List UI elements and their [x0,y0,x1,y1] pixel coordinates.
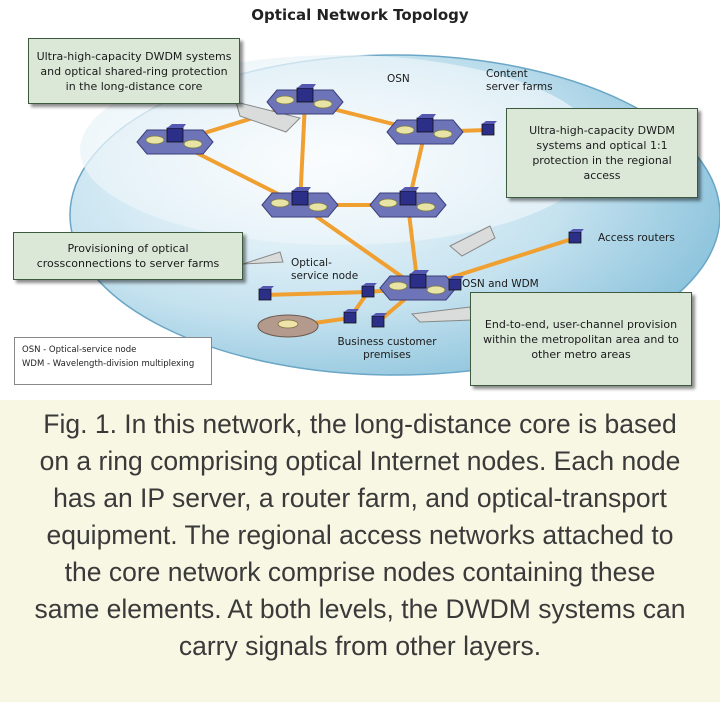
caption-line: carry signals from other layers. [178,631,542,661]
label-access-routers: Access routers [598,232,675,244]
osn-node [379,270,457,301]
caption-line: same elements. At both levels, the DWDM … [34,594,686,624]
figure-caption: Fig. 1. In this network, the long-distan… [0,406,720,665]
diagram-area: Optical Network Topology Ultra-high-capa… [0,0,720,400]
osn-node [266,84,344,115]
callout-core: Ultra-high-capacity DWDM systems and opt… [28,38,240,104]
router-node [343,309,359,324]
callout-end-to-end: End-to-end, user-channel provision withi… [470,292,692,386]
callout-end-to-end-text: End-to-end, user-channel provision withi… [483,317,679,361]
callout-provisioning-text: Provisioning of optical crossconnections… [36,242,220,270]
osn-node [136,124,214,155]
label-osn: OSN [387,73,410,85]
diagram-title: Optical Network Topology [251,6,469,24]
caption-line: equipment. The regional access networks … [46,520,674,550]
label-optical-service-node: Optical-service node [291,257,359,282]
osn-node [369,187,447,218]
router-node [481,121,497,136]
network-nodes [136,84,584,328]
caption-line: on a ring comprising optical Internet no… [39,446,681,476]
legend: OSN - Optical-service node WDM - Wavelen… [14,337,212,385]
router-node [258,286,274,301]
label-osn-and-wdm: OSN and WDM [462,278,539,290]
legend-wdm: WDM - Wavelength-division multiplexing [22,359,195,369]
callout-regional: Ultra-high-capacity DWDM systems and opt… [506,108,698,198]
callout-provisioning: Provisioning of optical crossconnections… [13,232,243,280]
caption-line: has an IP server, a router farm, and opt… [53,483,667,513]
router-node [361,283,377,298]
router-node [448,276,464,291]
caption-line: the core network comprise nodes containi… [64,557,656,587]
osn-node [386,114,464,145]
router-node [371,313,387,328]
osn-node [261,187,339,218]
router-node [568,229,584,244]
callout-core-text: Ultra-high-capacity DWDM systems and opt… [36,49,232,93]
caption-line: Fig. 1. In this network, the long-distan… [43,409,677,439]
callout-regional-text: Ultra-high-capacity DWDM systems and opt… [529,124,675,182]
label-content-server-farms: Content server farms [486,68,553,93]
label-business-customer-premises: Business customer premises [337,336,437,361]
legend-osn: OSN - Optical-service node [22,345,137,355]
